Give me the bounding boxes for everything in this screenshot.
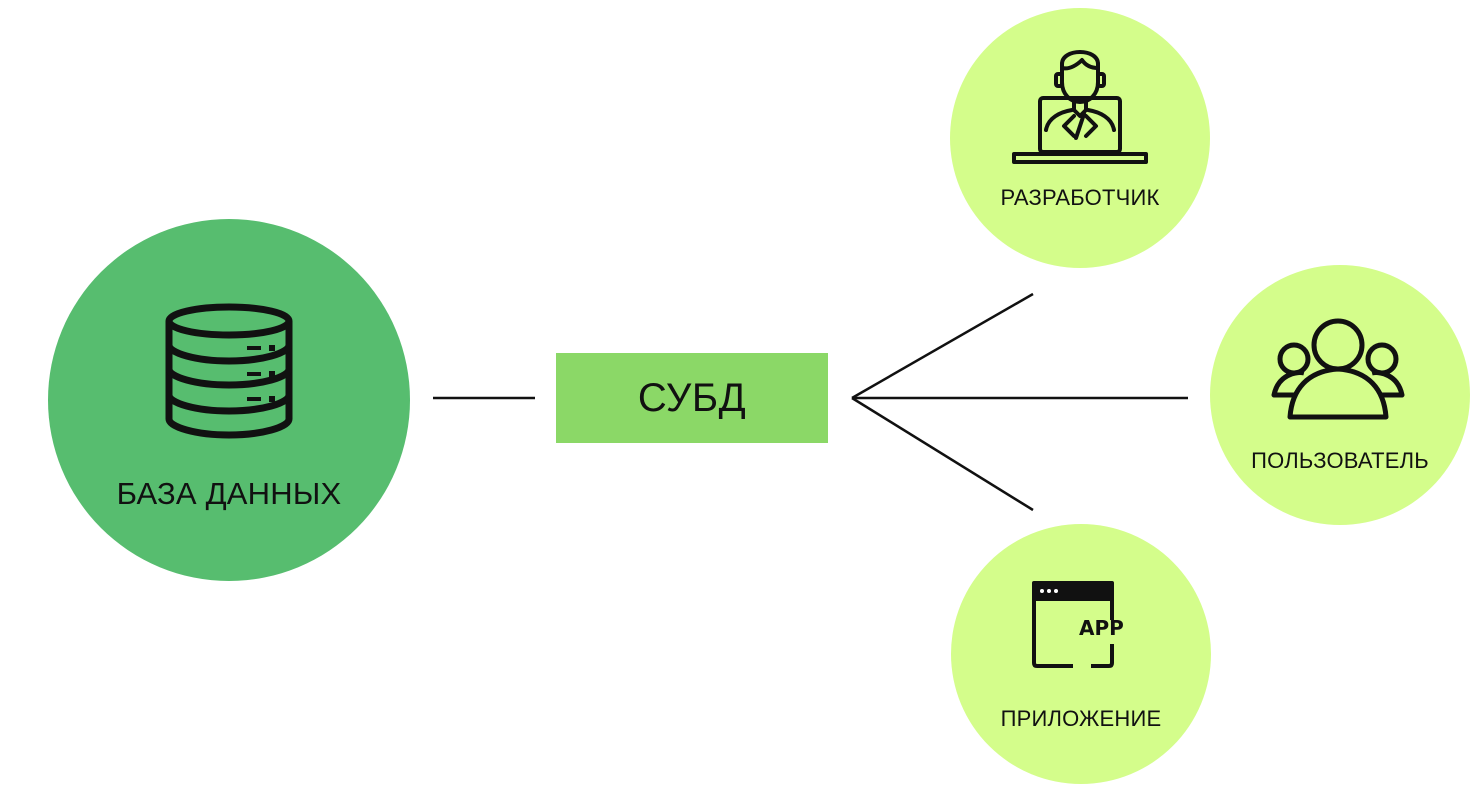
database-label: БАЗА ДАННЫХ (116, 476, 342, 511)
users-group-icon (1271, 318, 1405, 420)
developer-laptop-icon (1012, 50, 1148, 164)
app-label: ПРИЛОЖЕНИЕ (1000, 706, 1162, 731)
line-dbms-to-app (851, 396, 1034, 512)
database-icon (165, 303, 293, 439)
developer-label: РАЗРАБОТЧИК (1000, 185, 1160, 210)
database-node: БАЗА ДАННЫХ (48, 219, 410, 581)
user-label: ПОЛЬЗОВАТЕЛЬ (1251, 448, 1429, 473)
app-node: APP ПРИЛОЖЕНИЕ (951, 524, 1211, 784)
app-icon-text: APP (1079, 616, 1124, 640)
app-window-icon: APP (1032, 581, 1124, 668)
line-dbms-to-developer (851, 292, 1034, 400)
user-node: ПОЛЬЗОВАТЕЛЬ (1210, 265, 1470, 525)
developer-node: РАЗРАБОТЧИК (950, 8, 1210, 268)
dbms-box: СУБД (556, 353, 828, 443)
dbms-label: СУБД (637, 375, 747, 420)
